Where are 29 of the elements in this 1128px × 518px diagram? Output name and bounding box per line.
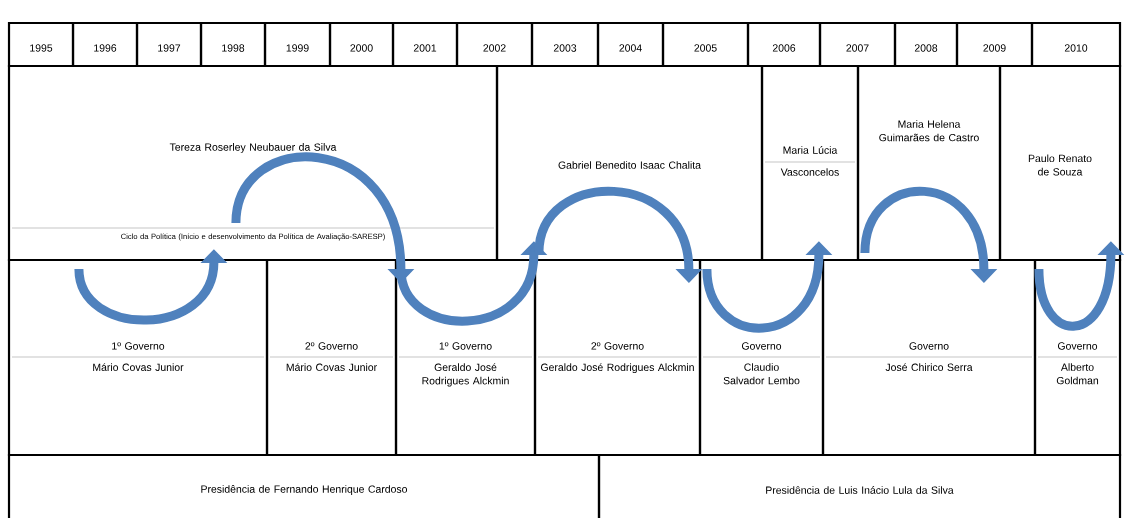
table-cell: Presidência de Fernando Henrique Cardoso — [7, 453, 601, 518]
table-cell: 2007 — [818, 21, 897, 68]
table-cell: Maria Helena Guimarães de Castro — [856, 64, 1002, 262]
table-cell: 1º Governo Mário Covas Junior — [7, 258, 269, 457]
table-cell: 1998 — [199, 21, 267, 68]
table-cell: Paulo Renato de Souza — [998, 64, 1122, 262]
table-cell: 1995 — [7, 21, 75, 68]
table-cell: Governo Alberto Goldman — [1033, 258, 1122, 457]
table-cell: 1996 — [71, 21, 139, 68]
table-cell: 2009 — [955, 21, 1034, 68]
table-cell: Maria Lúcia Vasconcelos — [760, 64, 860, 262]
table-cell: Governo Claudio Salvador Lembo — [698, 258, 825, 457]
table-cell: 1997 — [135, 21, 203, 68]
table-cell: Governo José Chirico Serra — [821, 258, 1037, 457]
table-cell: 2008 — [893, 21, 959, 68]
table-cell: Gabriel Benedito Isaac Chalita — [495, 64, 764, 262]
table-cell: 2005 — [661, 21, 750, 68]
table-cell: 2º Governo Geraldo José Rodrigues Alckmin — [533, 258, 702, 457]
table-cell: 2001 — [391, 21, 459, 68]
table-cell: 2004 — [596, 21, 665, 68]
table-cell: 1º Governo Geraldo José Rodrigues Alckmin — [394, 258, 537, 457]
table-cell: Presidência de Luis Inácio Lula da Silva — [597, 453, 1122, 518]
table-cell: 2010 — [1030, 21, 1122, 68]
table-cell: 2006 — [746, 21, 822, 68]
table-cell: 2002 — [455, 21, 534, 68]
table-cell: 2003 — [530, 21, 600, 68]
table-cell: 1999 — [263, 21, 332, 68]
table-cell: 2º Governo Mário Covas Junior — [265, 258, 398, 457]
table-cell: 2000 — [328, 21, 395, 68]
